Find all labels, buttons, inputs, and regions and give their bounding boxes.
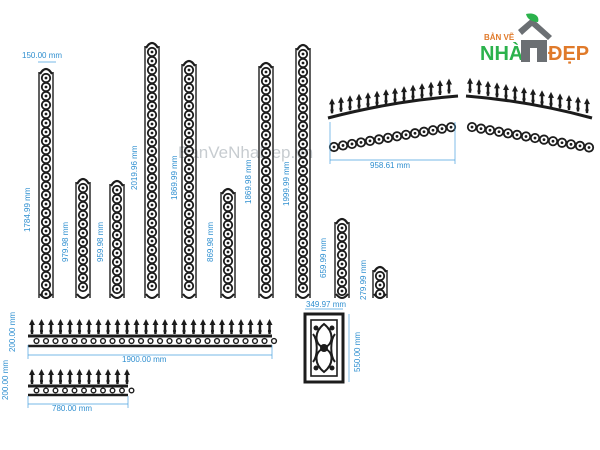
post-3-height-label: 959.98 mm — [96, 222, 105, 262]
gate-panel-height-label: 550.00 mm — [353, 332, 362, 372]
gate-panel — [303, 312, 345, 384]
post-2-height-label: 979.98 mm — [61, 222, 70, 262]
logo-right-text: ĐẸP — [548, 43, 589, 65]
post-4 — [144, 41, 160, 299]
posts-layer — [38, 41, 388, 300]
post-5-height-label: 1869.99 mm — [170, 155, 179, 200]
post-9-height-label: 659.99 mm — [319, 238, 328, 278]
leaf-icon — [526, 13, 539, 22]
post-10-height-label: 279.99 mm — [359, 260, 368, 300]
post-2 — [75, 177, 91, 299]
short-fence-height-label: 200.00 mm — [1, 360, 10, 400]
post-1-height-label: 1784.99 mm — [23, 187, 32, 232]
gate-panel-width-label: 349.97 mm — [306, 300, 346, 309]
post-8-height-label: 1999.99 mm — [282, 161, 291, 206]
post-6 — [220, 187, 236, 299]
post-3 — [109, 179, 125, 299]
arc-fence-width-label: 958.61 mm — [370, 161, 410, 170]
post-6-height-label: 869.98 mm — [206, 222, 215, 262]
long-fence-width-label: 1900.00 mm — [122, 355, 167, 364]
watermark-text: BanVeNhaDep.vn — [178, 143, 313, 162]
house-roof-icon — [518, 18, 552, 40]
post-4-height-label: 2019.96 mm — [130, 145, 139, 190]
post-8 — [295, 43, 311, 299]
post-7 — [258, 61, 274, 299]
post-5 — [181, 59, 197, 299]
post-9 — [334, 217, 350, 299]
arc-fence-panels — [327, 77, 595, 153]
post-7-height-label: 1869.98 mm — [244, 159, 253, 204]
arc-fence-section — [327, 78, 459, 153]
site-logo: BẢN VẼ NHÀ ĐẸP — [480, 13, 589, 65]
post-1 — [38, 67, 54, 300]
logo-left-text: NHÀ — [480, 42, 523, 65]
long-fence-height-label: 200.00 mm — [8, 312, 17, 352]
long-fence-panel — [28, 319, 278, 348]
short-fence-panel — [28, 369, 135, 397]
short-fence-width-label: 780.00 mm — [52, 404, 92, 413]
post-1-width-label: 150.00 mm — [22, 51, 62, 60]
post-10 — [372, 265, 388, 300]
post-dimensions: 150.00 mm 1784.99 mm 979.98 mm 959.98 mm… — [22, 51, 368, 300]
logo-top-text: BẢN VẼ — [484, 33, 515, 42]
logo-door-icon — [530, 48, 537, 62]
arc-fence-section — [465, 77, 595, 153]
